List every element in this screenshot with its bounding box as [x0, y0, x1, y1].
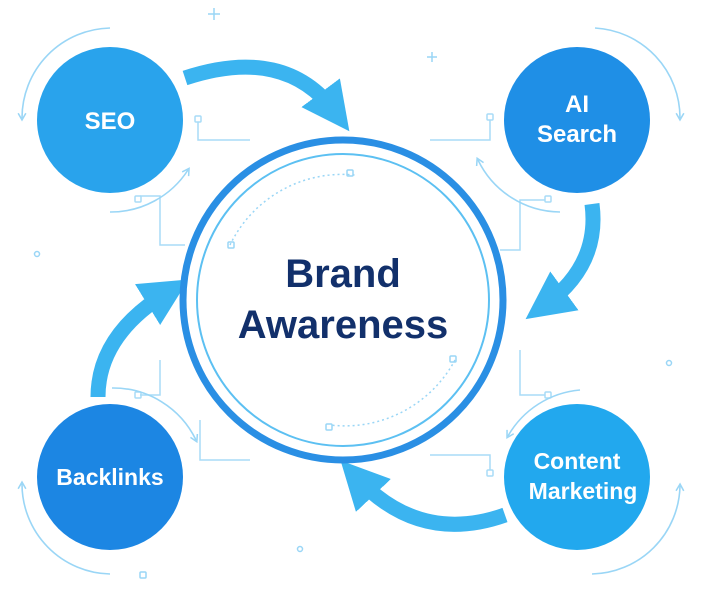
center-dotted-arc	[329, 359, 456, 427]
arrow-backlinks-to-center	[90, 279, 189, 398]
orbit-arcs	[17, 27, 685, 575]
node-backlinks-label: Backlinks	[56, 464, 163, 490]
center-title-line2: Awareness	[238, 303, 449, 347]
arrow-ai-search-to-center	[525, 203, 601, 320]
center-hub: Brand Awareness	[179, 136, 507, 464]
content-marketing-orbit	[591, 482, 685, 575]
center-ring-inner	[196, 153, 490, 447]
backlinks-orbit	[17, 480, 111, 575]
backlinks-orbit	[111, 387, 199, 444]
content-marketing-orbit	[506, 389, 581, 440]
arrow-content-marketing-to-center	[340, 460, 508, 532]
square-decoration	[139, 571, 147, 579]
center-dotted-arc	[229, 173, 356, 246]
seo-orbit	[17, 27, 111, 122]
node-content-marketing: Content Marketing	[504, 404, 650, 550]
node-ai-search: AI Search	[504, 47, 650, 193]
node-backlinks: Backlinks	[37, 404, 183, 550]
arrow-seo-to-center	[182, 59, 350, 132]
sparkle-icon	[208, 8, 220, 20]
ai-search-orbit	[475, 156, 561, 213]
ai-search-orbit	[594, 27, 685, 122]
node-ai-search-label-line1: AI	[565, 91, 589, 118]
flow-arrows	[90, 59, 601, 532]
dot-decoration	[296, 545, 304, 553]
dot-decoration	[33, 250, 41, 258]
node-ai-search-label-line2: Search	[537, 121, 617, 148]
node-content-marketing-label-line2: Marketing	[529, 478, 638, 504]
node-content-marketing-label-line1: Content	[534, 448, 621, 474]
connector-lines	[134, 113, 552, 477]
sparkle-icon	[427, 52, 437, 62]
center-title-line1: Brand	[285, 252, 401, 296]
seo-orbit	[109, 167, 190, 213]
decorations	[33, 8, 673, 579]
center-ring-outer	[179, 136, 507, 464]
dot-decoration	[665, 359, 673, 367]
node-seo: SEO	[37, 47, 183, 193]
node-seo-label: SEO	[85, 108, 136, 135]
